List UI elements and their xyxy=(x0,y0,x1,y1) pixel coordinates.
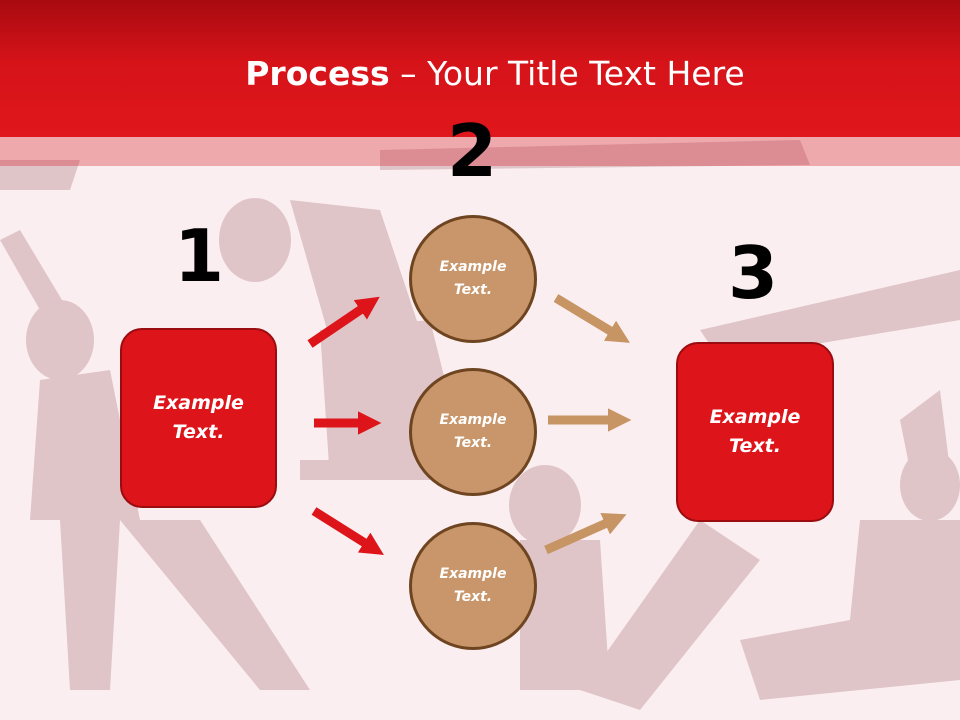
circle-bottom-line1: Example xyxy=(439,566,507,582)
right-arrow-icon xyxy=(544,513,627,555)
right-arrow-icon xyxy=(553,294,631,343)
circle-middle-line1: Example xyxy=(439,412,507,428)
right-arrow-icon xyxy=(311,507,384,555)
title-bold: Process xyxy=(245,54,390,93)
step-3-box-text: Example Text. xyxy=(710,403,801,461)
step-1-box: Example Text. xyxy=(120,328,277,508)
title-bar xyxy=(0,0,960,137)
step-2-circle-middle: Example Text. xyxy=(409,368,537,496)
step-number-2: 2 xyxy=(446,109,498,193)
title-rest: Your Title Text Here xyxy=(427,54,745,93)
circle-middle-line2: Text. xyxy=(453,435,493,451)
title-dash: – xyxy=(389,54,428,93)
title-bar-band xyxy=(0,137,960,166)
step-1-box-text: Example Text. xyxy=(153,389,244,447)
circle-top-line2: Text. xyxy=(453,282,493,298)
step-2-circle-bottom: Example Text. xyxy=(409,522,537,650)
step-number-1: 1 xyxy=(173,214,225,298)
step-2-circle-top: Example Text. xyxy=(409,215,537,343)
right-arrow-icon xyxy=(307,296,380,348)
slide-title: Process – Your Title Text Here xyxy=(0,52,960,96)
circle-bottom-line2: Text. xyxy=(453,589,493,605)
step-3-box: Example Text. xyxy=(676,342,834,522)
step-1-box-line1: Example xyxy=(153,392,244,414)
step-1-box-line2: Text. xyxy=(172,421,225,443)
circle-top-line1: Example xyxy=(439,259,507,275)
step-3-box-line2: Text. xyxy=(729,435,781,457)
step-3-box-line1: Example xyxy=(709,406,801,428)
step-number-3: 3 xyxy=(727,231,779,315)
